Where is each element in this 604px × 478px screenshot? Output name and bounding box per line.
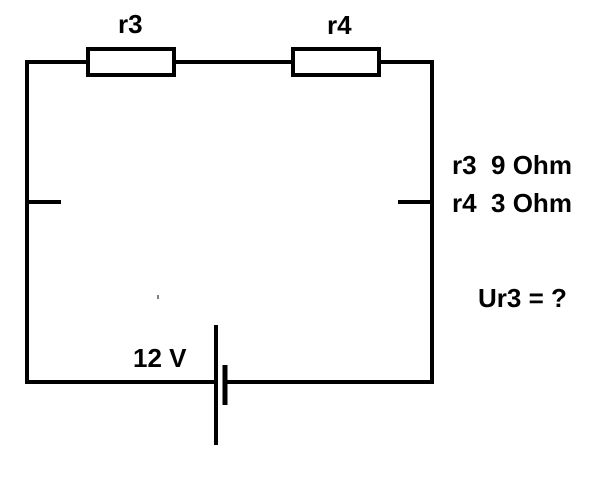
resistor-r3-label: r3 — [118, 9, 143, 39]
question: Ur3 = ? — [478, 283, 567, 313]
resistor-r3 — [86, 47, 176, 77]
resistor-r4 — [291, 47, 381, 77]
given-r3: r3 9 Ohm — [452, 150, 572, 180]
given-r4: r4 3 Ohm — [452, 188, 572, 218]
resistor-r4-label: r4 — [327, 10, 352, 40]
battery-label: 12 V — [133, 343, 187, 373]
